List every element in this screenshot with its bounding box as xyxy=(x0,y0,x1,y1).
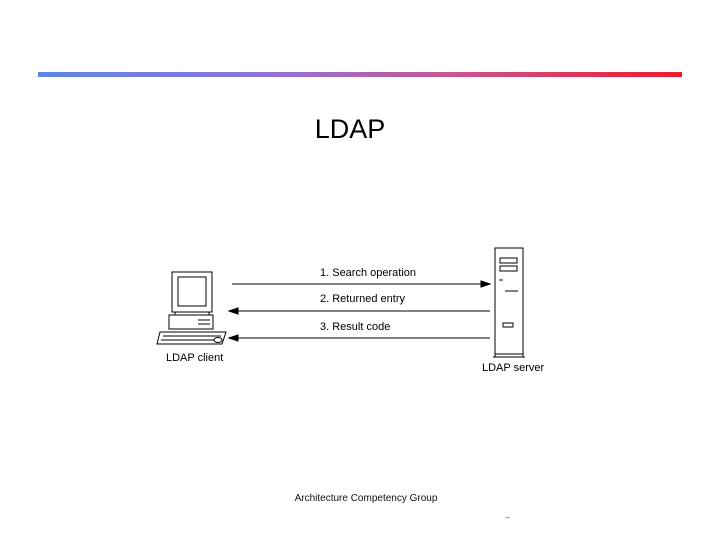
server-tower-icon xyxy=(493,248,525,357)
arrow-returned-entry xyxy=(229,308,490,314)
footer-text: Architecture Competency Group xyxy=(0,493,720,504)
page-marker: – xyxy=(505,512,510,522)
client-computer-icon xyxy=(157,272,226,344)
message-label-3: 3. Result code xyxy=(320,321,390,333)
client-label: LDAP client xyxy=(166,352,223,364)
message-label-2: 2. Returned entry xyxy=(320,293,405,305)
message-label-1: 1. Search operation xyxy=(320,267,416,279)
arrow-result-code xyxy=(229,335,490,341)
server-label: LDAP server xyxy=(482,362,544,374)
arrow-search-operation xyxy=(232,281,490,287)
